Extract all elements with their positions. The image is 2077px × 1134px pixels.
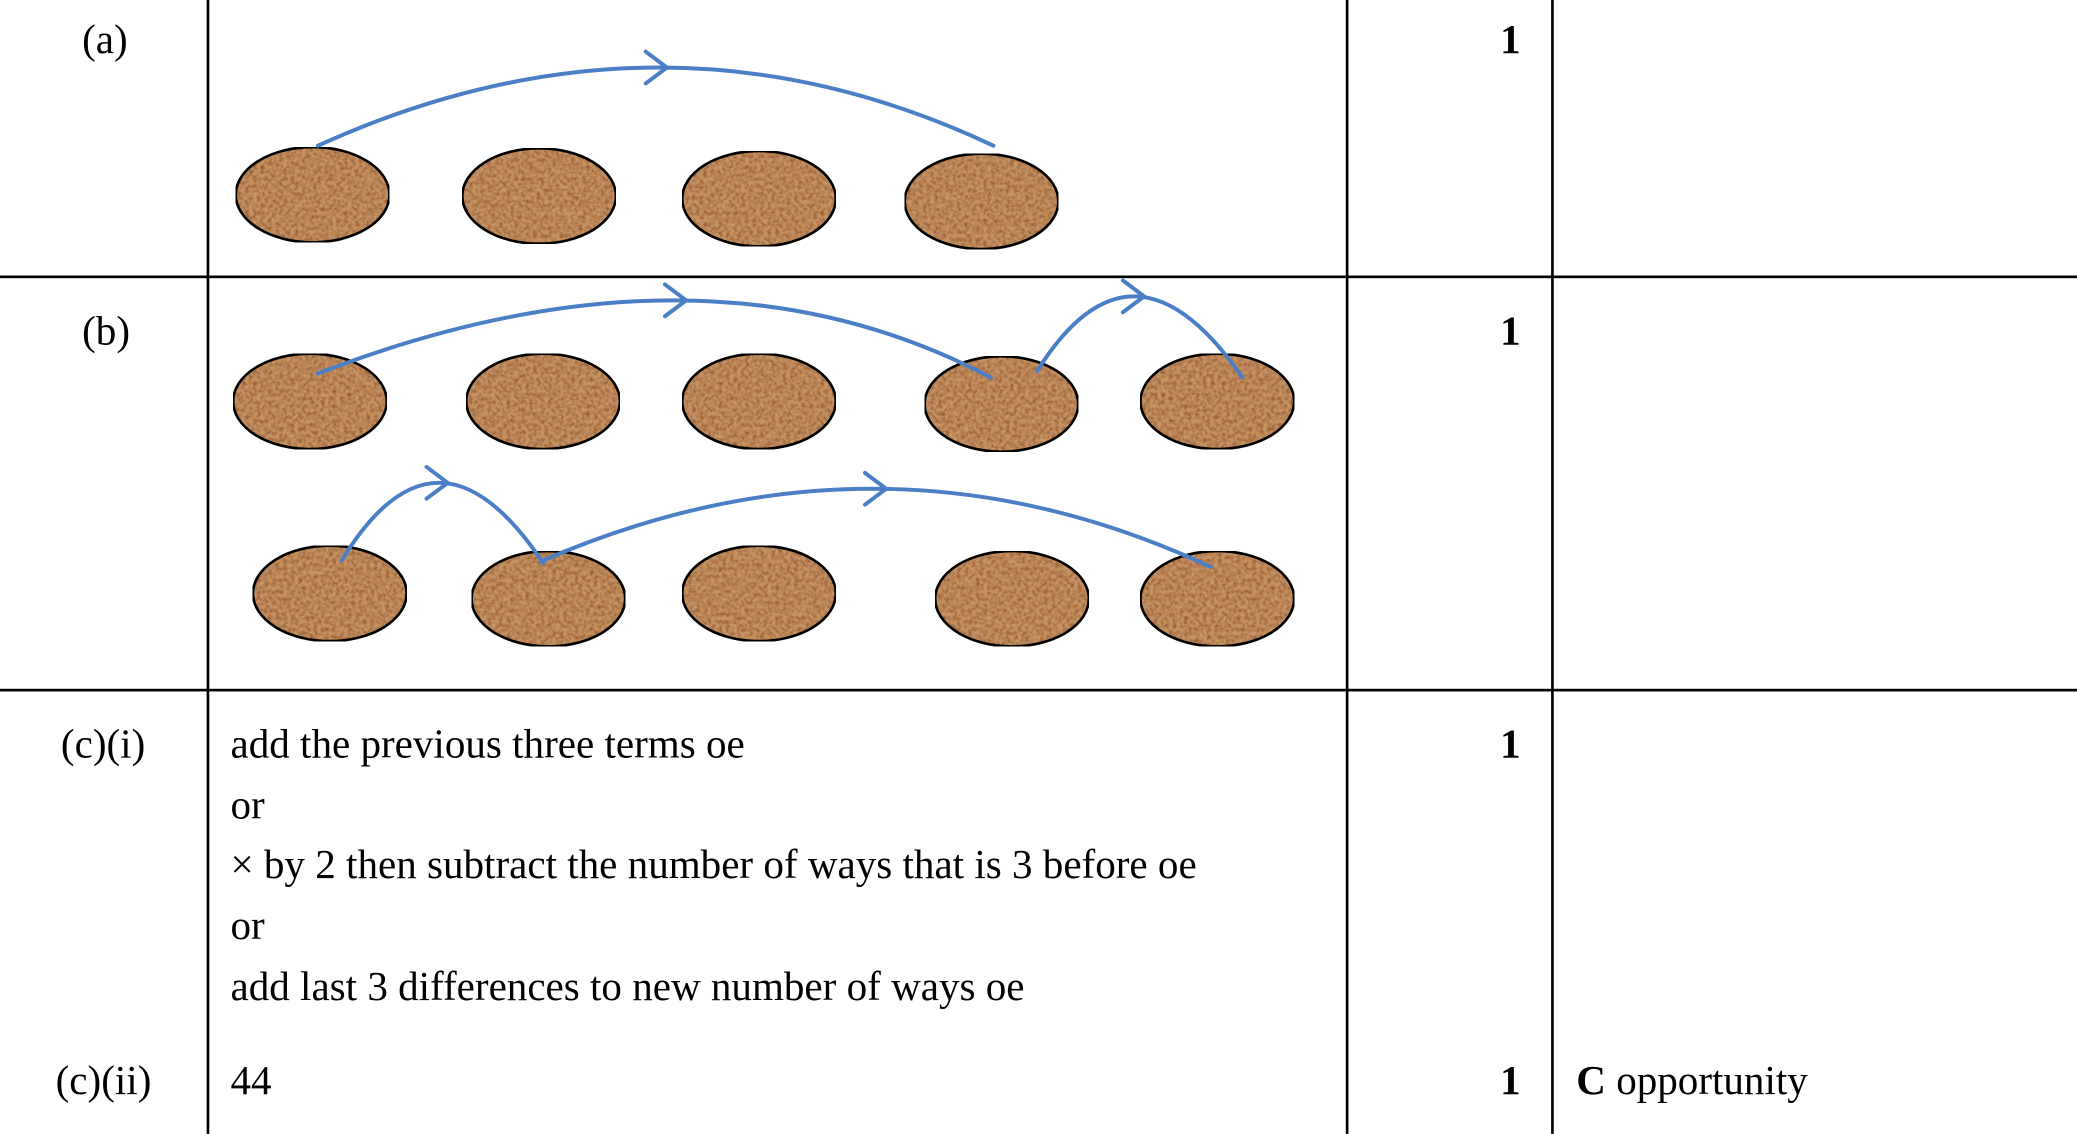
stepping-stone	[903, 152, 1060, 251]
guidance-text: opportunity	[1605, 1057, 1808, 1104]
jump-arrow	[1035, 294, 1245, 380]
arrowhead-icon	[1120, 278, 1148, 315]
column-divider	[206, 0, 210, 1134]
mark-c-ii: 1	[1500, 1057, 1521, 1104]
row-divider	[0, 688, 2077, 692]
stepping-stone	[923, 354, 1080, 454]
jump-arrow	[315, 65, 996, 148]
row-divider	[0, 275, 2077, 279]
stepping-stone	[1139, 352, 1296, 451]
stepping-stone	[231, 352, 389, 451]
answer-line: add last 3 differences to new number of …	[230, 962, 1025, 1010]
part-label-a: (a)	[82, 15, 128, 63]
column-divider	[1345, 0, 1349, 1134]
stepping-stone	[251, 544, 408, 643]
arrowhead-icon	[862, 470, 890, 507]
jump-arrow	[339, 480, 546, 565]
stepping-stone	[234, 145, 391, 244]
guidance-c-ii: C opportunity	[1576, 1060, 1808, 1101]
answer-line: or	[230, 902, 265, 949]
stepping-stone	[680, 149, 838, 248]
stepping-stone	[464, 352, 622, 451]
part-label-c-i: (c)(i)	[60, 720, 146, 767]
mark-b: 1	[1500, 307, 1521, 354]
answer-line: add the previous three terms oe	[230, 720, 745, 767]
arrowhead-icon	[643, 49, 671, 86]
stepping-stone	[470, 549, 627, 648]
answer-c-ii: 44	[230, 1057, 272, 1104]
answer-line: × by 2 then subtract the number of ways …	[230, 841, 1197, 888]
arrowhead-icon	[662, 282, 690, 319]
stepping-stone	[933, 549, 1091, 648]
guidance-bold: C	[1576, 1057, 1606, 1104]
arrowhead-icon	[424, 464, 452, 501]
column-divider	[1551, 0, 1554, 1134]
jump-arrow	[538, 486, 1213, 569]
answer-line: or	[230, 781, 265, 828]
stepping-stone	[680, 352, 838, 451]
stepping-stone	[1139, 549, 1296, 648]
stepping-stone	[460, 147, 618, 246]
jump-arrow	[315, 298, 993, 380]
part-label-c-ii: (c)(ii)	[55, 1057, 152, 1104]
stepping-stone	[680, 544, 838, 643]
mark-a: 1	[1500, 15, 1521, 63]
mark-c-i: 1	[1500, 720, 1521, 767]
part-label-b: (b)	[82, 307, 131, 354]
